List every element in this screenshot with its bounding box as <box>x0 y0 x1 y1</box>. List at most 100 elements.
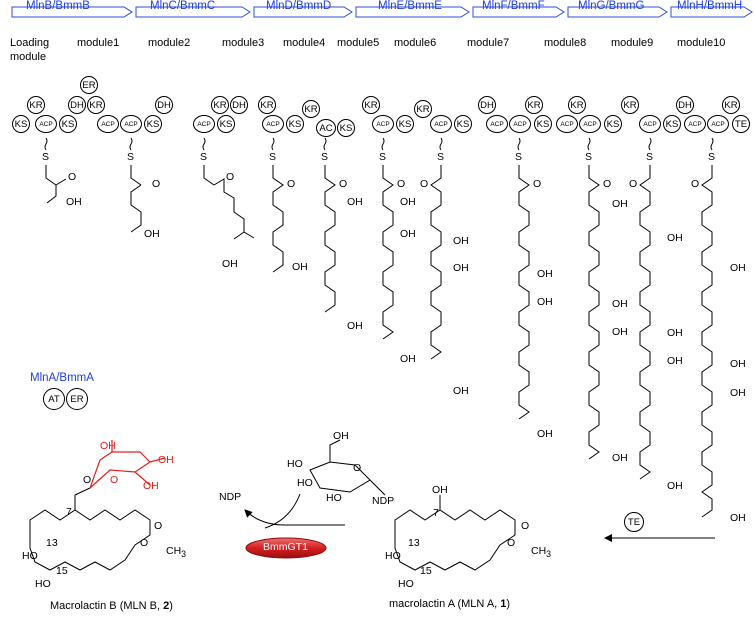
domain-ks: KS <box>604 115 622 133</box>
domain-kr: KR <box>87 96 105 114</box>
hydroxyl-label: OH <box>667 232 683 244</box>
hydroxyl-label: OH <box>612 452 628 464</box>
module-label-6: module6 <box>394 37 437 49</box>
protein-arrow-mlnd <box>253 6 353 18</box>
domain-kr: KR <box>211 96 229 114</box>
atom-s: S <box>437 151 445 163</box>
protein-label-mlnh: MlnH/BmmH <box>677 0 743 12</box>
atom-o: O <box>629 178 638 190</box>
hydroxyl-label: OH <box>612 298 628 310</box>
atom-o: O <box>287 178 296 190</box>
te-release-domain: TE <box>624 512 644 532</box>
domain-ks: KS <box>286 115 304 133</box>
atom-o: O <box>533 178 542 190</box>
module-label-3: module3 <box>222 37 265 49</box>
protein-label-mlng: MlnG/BmmG <box>578 0 645 12</box>
hydroxyl-label: OH <box>730 512 746 524</box>
methyl-label: CH3 <box>166 545 187 560</box>
domain-acp: ACP <box>97 115 119 133</box>
domain-ac: AC <box>316 119 336 137</box>
hydroxyl-label: OH <box>730 387 746 399</box>
ndp-product-label: NDP <box>219 491 242 503</box>
hydroxyl-label: OH <box>537 428 553 440</box>
sugar-oh-label: OH <box>158 454 174 466</box>
hydroxyl-label: OH <box>347 320 363 332</box>
atom-o: O <box>397 178 406 190</box>
domain-kr: KR <box>525 96 543 114</box>
domain-dh: DH <box>68 96 86 114</box>
atom-o: O <box>68 171 77 183</box>
sugar-oh-label: OH <box>143 480 159 492</box>
atom-s: S <box>646 151 654 163</box>
module-label-10: module10 <box>677 37 726 49</box>
module-label-loading-2: module <box>10 51 47 63</box>
domain-acp: ACP <box>430 115 452 133</box>
atom-o: O <box>83 474 92 486</box>
atom-s: S <box>321 151 329 163</box>
module-label-2: module2 <box>148 37 191 49</box>
caption-macrolactin-a: macrolactin A (MLN A, 1) <box>389 598 510 610</box>
hydroxyl-label: OH <box>292 261 308 273</box>
hydroxyl-label: OH <box>612 326 628 338</box>
hydroxyl-label: OH <box>66 196 82 208</box>
carbon-number-15: 15 <box>420 565 432 577</box>
hydroxyl-label: OH <box>667 355 683 367</box>
caption-b-number: 2 <box>163 600 170 612</box>
domain-kr: KR <box>27 96 45 114</box>
protein-arrow-mlng <box>567 6 668 18</box>
hydroxyl-label: OH <box>537 296 553 308</box>
domain-acp: ACP <box>262 115 284 133</box>
domain-acp: ACP <box>120 115 142 133</box>
hydroxyl-label: OH <box>144 228 160 240</box>
hydroxyl-label: OH <box>667 480 683 492</box>
domain-dh: DH <box>478 96 496 114</box>
atom-o: O <box>603 178 612 190</box>
atom-s: S <box>269 151 277 163</box>
atom-o: O <box>353 462 362 474</box>
hydroxyl-label-left: HO <box>385 550 401 562</box>
atom-o: O <box>226 171 235 183</box>
domain-kr: KR <box>722 96 740 114</box>
methyl-text: CH <box>531 545 547 557</box>
mln-a-structure <box>394 495 516 571</box>
hydroxyl-label: OH <box>400 228 416 240</box>
atom-s: S <box>42 151 50 163</box>
module-label-1: module1 <box>77 37 120 49</box>
hydroxyl-label: OH <box>612 198 628 210</box>
atom-s: S <box>200 151 208 163</box>
domain-dh: DH <box>230 96 248 114</box>
hydroxyl-label-left: HO <box>297 477 313 489</box>
atom-s: S <box>708 151 716 163</box>
atom-o: O <box>420 178 429 190</box>
module-label-loading: Loading <box>10 37 50 49</box>
protein-arrow-mlnc <box>135 6 251 18</box>
domain-ks: KS <box>534 115 552 133</box>
atom-o: O <box>152 178 161 190</box>
sugar-moiety <box>89 440 166 489</box>
domain-te: TE <box>732 115 750 133</box>
caption-a-number: 1 <box>500 598 507 610</box>
hydroxyl-label-left: HO <box>326 492 342 504</box>
module-label-7: module7 <box>467 37 510 49</box>
glycosylation-arrow <box>244 509 345 526</box>
atom-s: S <box>585 151 593 163</box>
domain-dh: DH <box>676 96 694 114</box>
domain-acp: ACP <box>372 115 394 133</box>
sugar-ndp-label: NDP <box>372 495 395 507</box>
bmmgt1-ellipse <box>245 537 327 559</box>
protein-label-mlna: MlnA/BmmA <box>30 372 94 384</box>
hydroxyl-label: OH <box>730 358 746 370</box>
hydroxyl-label: OH <box>222 258 238 270</box>
domain-acp: ACP <box>35 115 57 133</box>
protein-arrow-mlnh <box>670 6 753 18</box>
protein-arrows <box>11 6 753 18</box>
domain-kr: KR <box>362 96 380 114</box>
domain-ks: KS <box>396 115 414 133</box>
mln-b-structure <box>29 487 151 571</box>
hydroxyl-label: OH <box>333 430 349 442</box>
domain-ks: KS <box>337 119 355 137</box>
sugar-oh-label: OH <box>100 440 116 452</box>
domain-ks: KS <box>217 115 235 133</box>
